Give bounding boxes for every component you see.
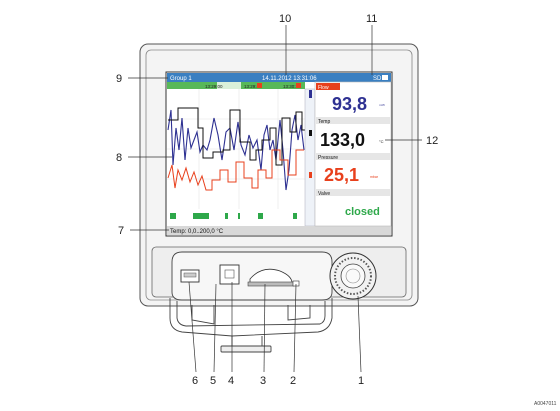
flow-unit: m³/h [379,103,385,107]
pressure-value: 25,1 [324,165,359,185]
leader-lines [128,25,422,373]
callout-9: 9 [116,73,122,85]
footer-bar [167,226,391,235]
callout-2: 2 [290,375,296,387]
flow-name: Flow [318,85,329,91]
sd-label: SD [373,76,382,82]
callout-12: 12 [426,135,438,147]
valve-value: closed [345,206,380,218]
callout-4: 4 [228,375,234,387]
pressure-unit: mbar [370,175,379,179]
temp-unit: °C [379,139,384,144]
pressure-name: Pressure [318,155,338,161]
document-id: A0047011 [534,401,557,407]
timestamp-2: 13:29:40 [244,84,262,89]
temp-value: 133,0 [320,130,365,150]
footer-label: Temp: 0,0..200,0 °C [170,229,224,235]
flow-header [316,83,340,90]
callout-10: 10 [279,13,291,25]
callout-1: 1 [358,375,364,387]
sd-icon [382,75,388,80]
timestamp-1: 13:29:00 [205,84,223,89]
front-interface [169,251,377,353]
callout-7: 7 [118,225,124,237]
callout-6: 6 [192,375,198,387]
callout-11: 11 [366,13,377,25]
group-label: Group 1 [170,76,192,82]
callout-5: 5 [210,375,216,387]
timestamp-3: 13:30:20 [283,84,301,89]
pressure-trend-curve [167,149,304,191]
datetime-label: 14.11.2012 13:31:06 [262,76,317,82]
valve-name: Valve [318,191,330,197]
flow-value: 93,8 [332,94,367,114]
callout-3: 3 [260,375,266,387]
title-bar [167,73,391,82]
temp-name: Temp [318,119,330,125]
temp-trend-curve [168,107,305,166]
display-screen: Group 1 14.11.2012 13:31:06 SD 13:29:00 … [165,71,393,237]
flow-trend-curve [167,109,305,191]
callout-8: 8 [116,152,122,164]
